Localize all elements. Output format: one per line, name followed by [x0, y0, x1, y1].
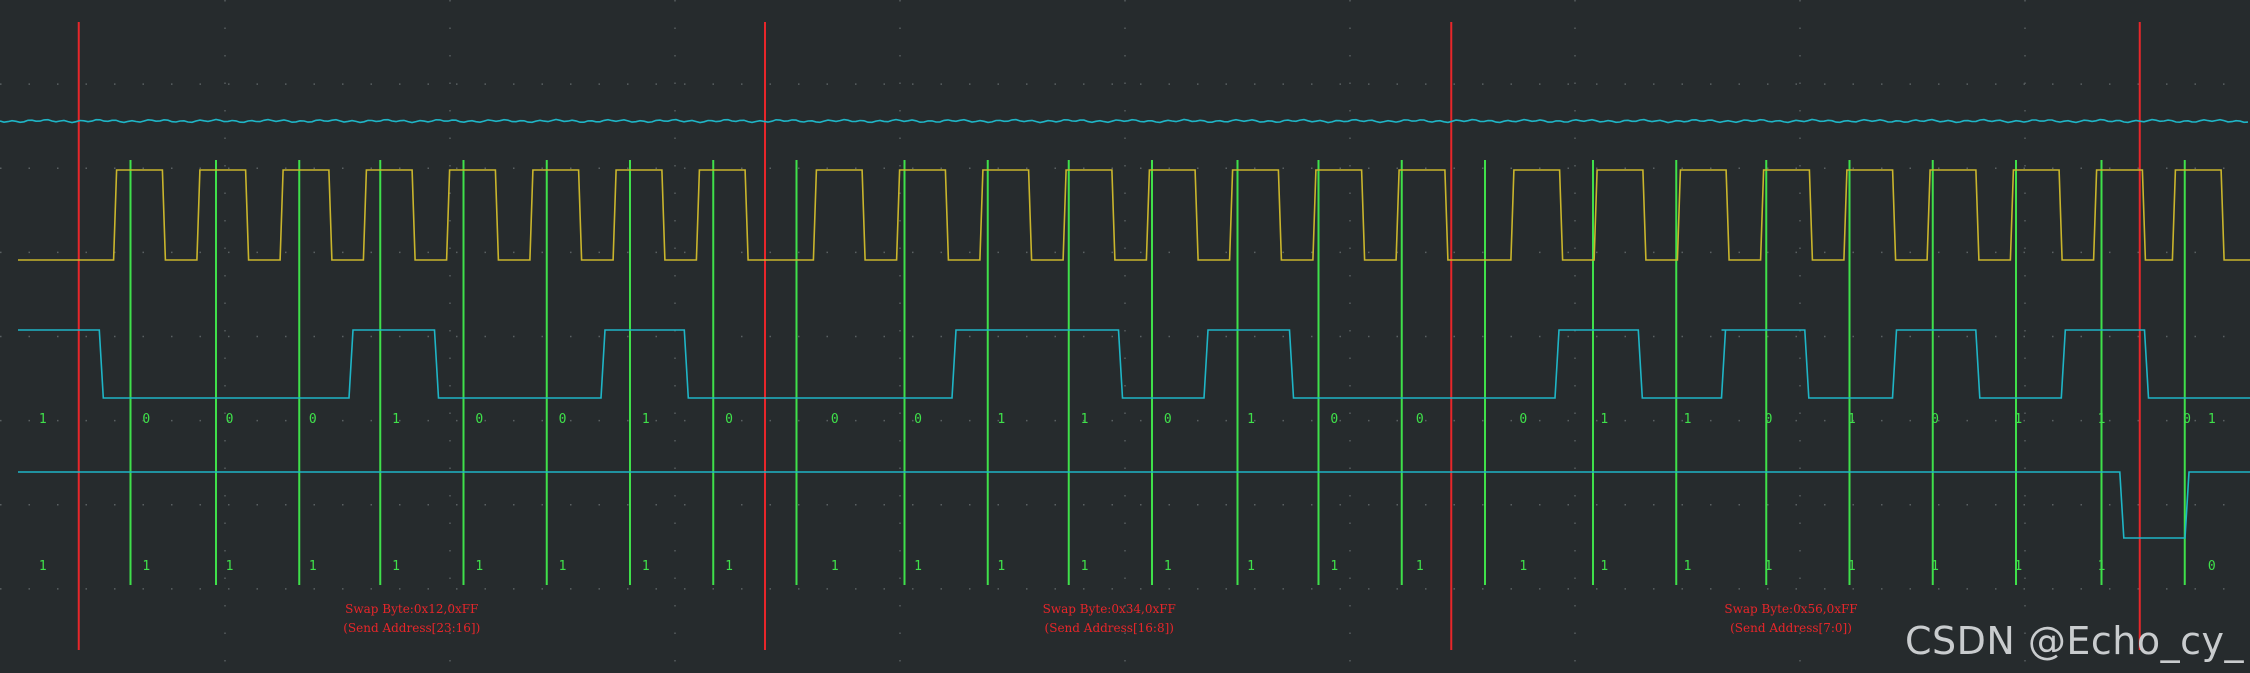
d0-bit-label: 0	[2183, 412, 2191, 427]
annotation-line2: (Send Address[16:8])	[1045, 621, 1174, 635]
d0-bit-label: 1	[1247, 412, 1255, 427]
d0-bit-label: 1	[997, 412, 1005, 427]
d0-bit-label: 1	[2208, 412, 2216, 427]
d0-bit-label: 1	[1684, 412, 1692, 427]
cs-trace	[0, 118, 2249, 124]
d1-bit-label: 1	[39, 559, 47, 574]
d1-bit-label: 1	[559, 559, 567, 574]
bit-labels: 1 0 0 0 1 0 0 1 0 0 0 1 1 0 1 0 0 0 1 1 0 1 0 1 1 0 1 1 1 1 1 1 1 1 1 1 1 1 1 1…	[39, 412, 2216, 574]
d1-bit-label: 1	[475, 559, 483, 574]
d1-bit-label: 1	[997, 559, 1005, 574]
annotation-line2: (Send Address[23:16])	[343, 621, 480, 635]
annotation-line1: Swap Byte:0x34,0xFF	[1043, 602, 1176, 616]
d1-bit-label: 1	[642, 559, 650, 574]
d1-bit-label: 1	[1330, 559, 1338, 574]
cursors	[77, 22, 2186, 650]
d0-bit-label: 1	[642, 412, 650, 427]
d0-bit-label: 0	[226, 412, 234, 427]
d1-bit-label: 1	[725, 559, 733, 574]
d1-bit-label: 0	[2208, 559, 2216, 574]
d0-bit-label: 0	[725, 412, 733, 427]
d1-bit-label: 1	[1081, 559, 1089, 574]
d1-bit-label: 1	[1247, 559, 1255, 574]
d0-bit-label: 1	[1848, 412, 1856, 427]
d0-bit-label: 1	[39, 412, 47, 427]
d0-bit-label: 0	[309, 412, 317, 427]
d1-bit-label: 1	[142, 559, 150, 574]
d1-bit-label: 1	[2098, 559, 2106, 574]
d0-bit-label: 0	[559, 412, 567, 427]
d1-bit-label: 1	[2014, 559, 2022, 574]
annotation-line2: (Send Address[7:0])	[1730, 621, 1852, 635]
d1-bit-label: 1	[1684, 559, 1692, 574]
d0-bit-label: 0	[142, 412, 150, 427]
d0-bit-label: 1	[2098, 412, 2106, 427]
d1-bit-label: 1	[226, 559, 234, 574]
traces	[0, 118, 2250, 539]
d0-bit-label: 0	[1519, 412, 1527, 427]
d0-bit-label: 0	[914, 412, 922, 427]
d1-bit-label: 1	[831, 559, 839, 574]
d0-bit-label: 0	[1164, 412, 1172, 427]
d0-bit-label: 1	[2014, 412, 2022, 427]
d0-trace	[18, 329, 2250, 399]
clock-trace	[18, 169, 2250, 261]
d0-bit-label: 1	[1600, 412, 1608, 427]
d0-bit-label: 1	[392, 412, 400, 427]
d1-bit-label: 1	[1765, 559, 1773, 574]
d0-bit-label: 0	[1330, 412, 1338, 427]
d0-bit-label: 0	[1416, 412, 1424, 427]
annotation-line1: Swap Byte:0x56,0xFF	[1724, 602, 1857, 616]
d1-bit-label: 1	[1931, 559, 1939, 574]
d0-bit-label: 0	[1765, 412, 1773, 427]
d0-bit-label: 0	[831, 412, 839, 427]
annotation-line1: Swap Byte:0x12,0xFF	[345, 602, 478, 616]
annotations: Swap Byte:0x12,0xFF (Send Address[23:16])…	[343, 602, 1857, 635]
d1-bit-label: 1	[309, 559, 317, 574]
d1-bit-label: 1	[392, 559, 400, 574]
d1-bit-label: 1	[1416, 559, 1424, 574]
d1-trace	[18, 471, 2250, 539]
d0-bit-label: 1	[1081, 412, 1089, 427]
d1-bit-label: 1	[1600, 559, 1608, 574]
watermark: CSDN @Echo_cy_	[1904, 619, 2244, 663]
d1-bit-label: 1	[1848, 559, 1856, 574]
d1-bit-label: 1	[1164, 559, 1172, 574]
d1-bit-label: 1	[1519, 559, 1527, 574]
d0-bit-label: 0	[475, 412, 483, 427]
d0-bit-label: 0	[1931, 412, 1939, 427]
d1-bit-label: 1	[914, 559, 922, 574]
